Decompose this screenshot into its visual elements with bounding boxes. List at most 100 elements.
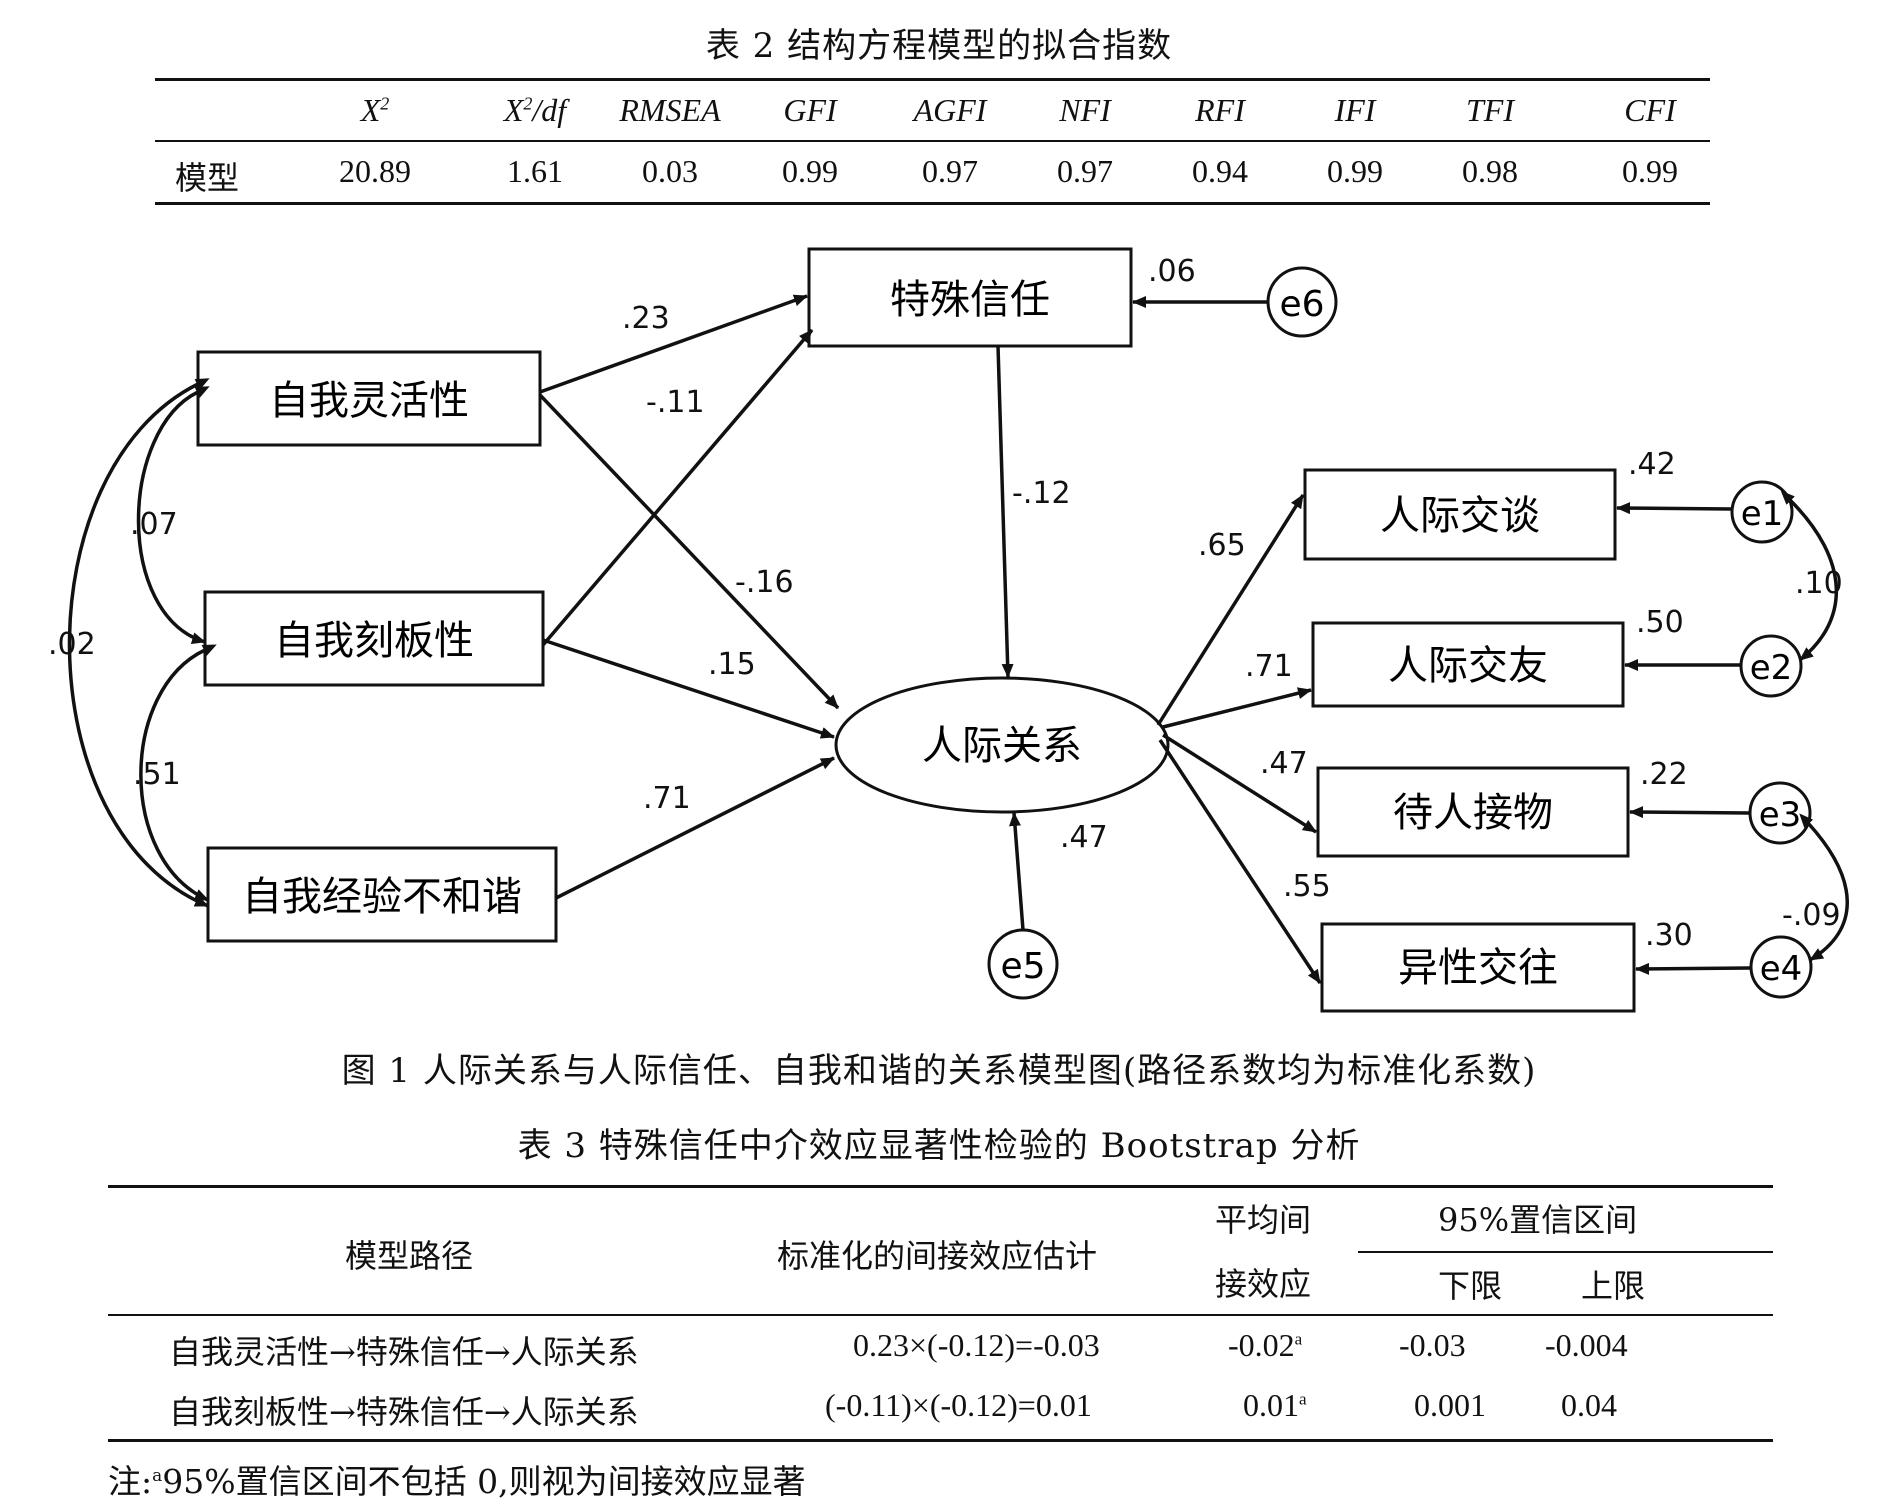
value-gfi: 0.99 [782, 153, 838, 189]
table2-caption: 表 2 结构方程模型的拟合指数 [705, 26, 1173, 66]
path-relation-opposite [1158, 739, 1322, 984]
path-model-diagram: 自我灵活性 自我刻板性 自我经验不和谐 特殊信任 人际关系 人际交谈 人际交友 … [48, 247, 1849, 1013]
coef-relation-treat: .47 [1260, 746, 1308, 781]
node-friends-label: 人际交友 [1388, 643, 1548, 689]
header-chi-square: X2 [360, 92, 390, 128]
row2-upper: 0.04 [1561, 1387, 1617, 1423]
node-opposite-box [1320, 922, 1636, 1013]
row-label-model: 模型 [175, 159, 240, 197]
coef-relation-r2: .47 [1060, 820, 1108, 855]
path-flex-relation [538, 393, 840, 710]
bootstrap-table: 模型路径 标准化的间接效应估计 平均间 接效应 95%置信区间 下限 上限 自我… [108, 1185, 1773, 1445]
cov-rigid-incongruent [139, 644, 217, 902]
node-rigid-label: 自我刻板性 [274, 618, 474, 664]
node-incongruent-label: 自我经验不和谐 [242, 874, 522, 920]
error-e5-label: e5 [1000, 946, 1045, 987]
coef-friends-r2: .50 [1636, 605, 1684, 640]
row2-path: 自我刻板性→特殊信任→人际关系 [169, 1393, 639, 1431]
table3-note: 注:a95%置信区间不包括 0,则视为间接效应显著 [108, 1462, 806, 1501]
header-rfi: RFI [1195, 92, 1245, 128]
value-chi-square: 20.89 [339, 153, 411, 189]
node-flex-label: 自我灵活性 [269, 378, 469, 424]
header-rmsea: RMSEA [619, 92, 721, 128]
node-trust-label: 特殊信任 [890, 277, 1050, 323]
row1-estimate: 0.23×(-0.12)=-0.03 [853, 1327, 1100, 1363]
error-e3-circle [1748, 781, 1812, 845]
header-chi-square-df: X2/df [503, 92, 567, 128]
path-relation-friends [1162, 687, 1312, 729]
coef-cov-flex-rigid: .07 [130, 507, 178, 542]
row2-mean: 0.01a [1243, 1387, 1307, 1423]
table2-bottom-rule [155, 202, 1710, 205]
coef-relation-talk: .65 [1198, 528, 1246, 563]
path-rigid-relation [542, 638, 835, 739]
coef-cov-flex-incongruent: .02 [48, 627, 96, 662]
path-e3-treat [1629, 806, 1750, 819]
coef-treat-r2: .22 [1640, 757, 1688, 792]
value-rfi: 0.94 [1192, 153, 1248, 189]
header-ifi: IFI [1334, 92, 1376, 128]
node-trust-box [807, 247, 1133, 348]
node-relation-label: 人际关系 [922, 723, 1082, 769]
node-treat-box [1316, 766, 1630, 858]
row2-lower: 0.001 [1414, 1387, 1486, 1423]
error-e1-label: e1 [1741, 494, 1784, 534]
coef-opposite-r2: .30 [1645, 918, 1693, 953]
coef-flex-trust: .23 [622, 301, 670, 336]
header-agfi: AGFI [913, 92, 987, 128]
value-chi-square-df: 1.61 [507, 153, 563, 189]
node-relation-ellipse [834, 676, 1170, 814]
cov-e3-e4 [1799, 813, 1849, 962]
header-lower: 下限 [1438, 1267, 1503, 1305]
error-e3-label: e3 [1759, 795, 1802, 835]
path-e5-relation [1009, 812, 1025, 931]
path-rigid-trust [541, 328, 814, 647]
header-tfi: TFI [1466, 92, 1514, 128]
table3-ci-rule [1358, 1251, 1773, 1253]
coef-trust-r2: .06 [1148, 254, 1196, 289]
value-ifi: 0.99 [1327, 153, 1383, 189]
row2-estimate: (-0.11)×(-0.12)=0.01 [825, 1387, 1092, 1423]
value-cfi: 0.99 [1622, 153, 1678, 189]
node-treat-label: 待人接物 [1393, 790, 1553, 836]
path-trust-relation [996, 345, 1014, 678]
table3-caption: 表 3 特殊信任中介效应显著性检验的 Bootstrap 分析 [517, 1126, 1361, 1166]
error-e4-circle [1749, 935, 1813, 999]
path-e4-opposite [1635, 962, 1751, 975]
path-relation-talk [1156, 494, 1305, 726]
coef-incongruent-relation: .71 [643, 781, 691, 816]
value-nfi: 0.97 [1057, 153, 1113, 189]
error-e4-label: e4 [1760, 949, 1803, 989]
node-opposite-label: 异性交往 [1398, 945, 1558, 991]
coef-talk-r2: .42 [1628, 447, 1676, 482]
row1-upper: -0.004 [1545, 1327, 1628, 1363]
cov-e1-e2 [1780, 490, 1839, 662]
figure1-caption: 图 1 人际关系与人际信任、自我和谐的关系模型图(路径系数均为标准化系数) [341, 1051, 1537, 1091]
row1-lower: -0.03 [1399, 1327, 1466, 1363]
header-cfi: CFI [1624, 92, 1676, 128]
node-friends-box [1311, 621, 1625, 708]
coef-cov-e1-e2: .10 [1795, 566, 1843, 601]
coef-trust-relation: -.12 [1012, 476, 1071, 511]
coef-rigid-relation: .15 [708, 647, 756, 682]
table3-bottom-rule [108, 1439, 1773, 1442]
header-upper: 上限 [1581, 1267, 1646, 1305]
header-ci: 95%置信区间 [1438, 1201, 1638, 1239]
node-talk-box [1303, 468, 1617, 561]
node-talk-label: 人际交谈 [1380, 493, 1540, 539]
row1-path: 自我灵活性→特殊信任→人际关系 [169, 1333, 639, 1371]
cov-flex-incongruent [67, 378, 210, 908]
header-estimate: 标准化的间接效应估计 [777, 1237, 1098, 1275]
header-mean-line2: 接效应 [1215, 1265, 1312, 1303]
table3-mid-rule [108, 1314, 1773, 1316]
header-nfi: NFI [1059, 92, 1111, 128]
path-incongruent-relation [555, 756, 835, 900]
header-gfi: GFI [783, 92, 837, 128]
path-e1-talk [1616, 502, 1732, 515]
coef-cov-rigid-incongruent: .51 [133, 757, 181, 792]
path-relation-treat [1162, 733, 1317, 834]
table2-mid-rule [155, 140, 1710, 142]
value-rmsea: 0.03 [642, 153, 698, 189]
header-mean-line1: 平均间 [1215, 1201, 1312, 1239]
error-e2-label: e2 [1750, 648, 1793, 688]
